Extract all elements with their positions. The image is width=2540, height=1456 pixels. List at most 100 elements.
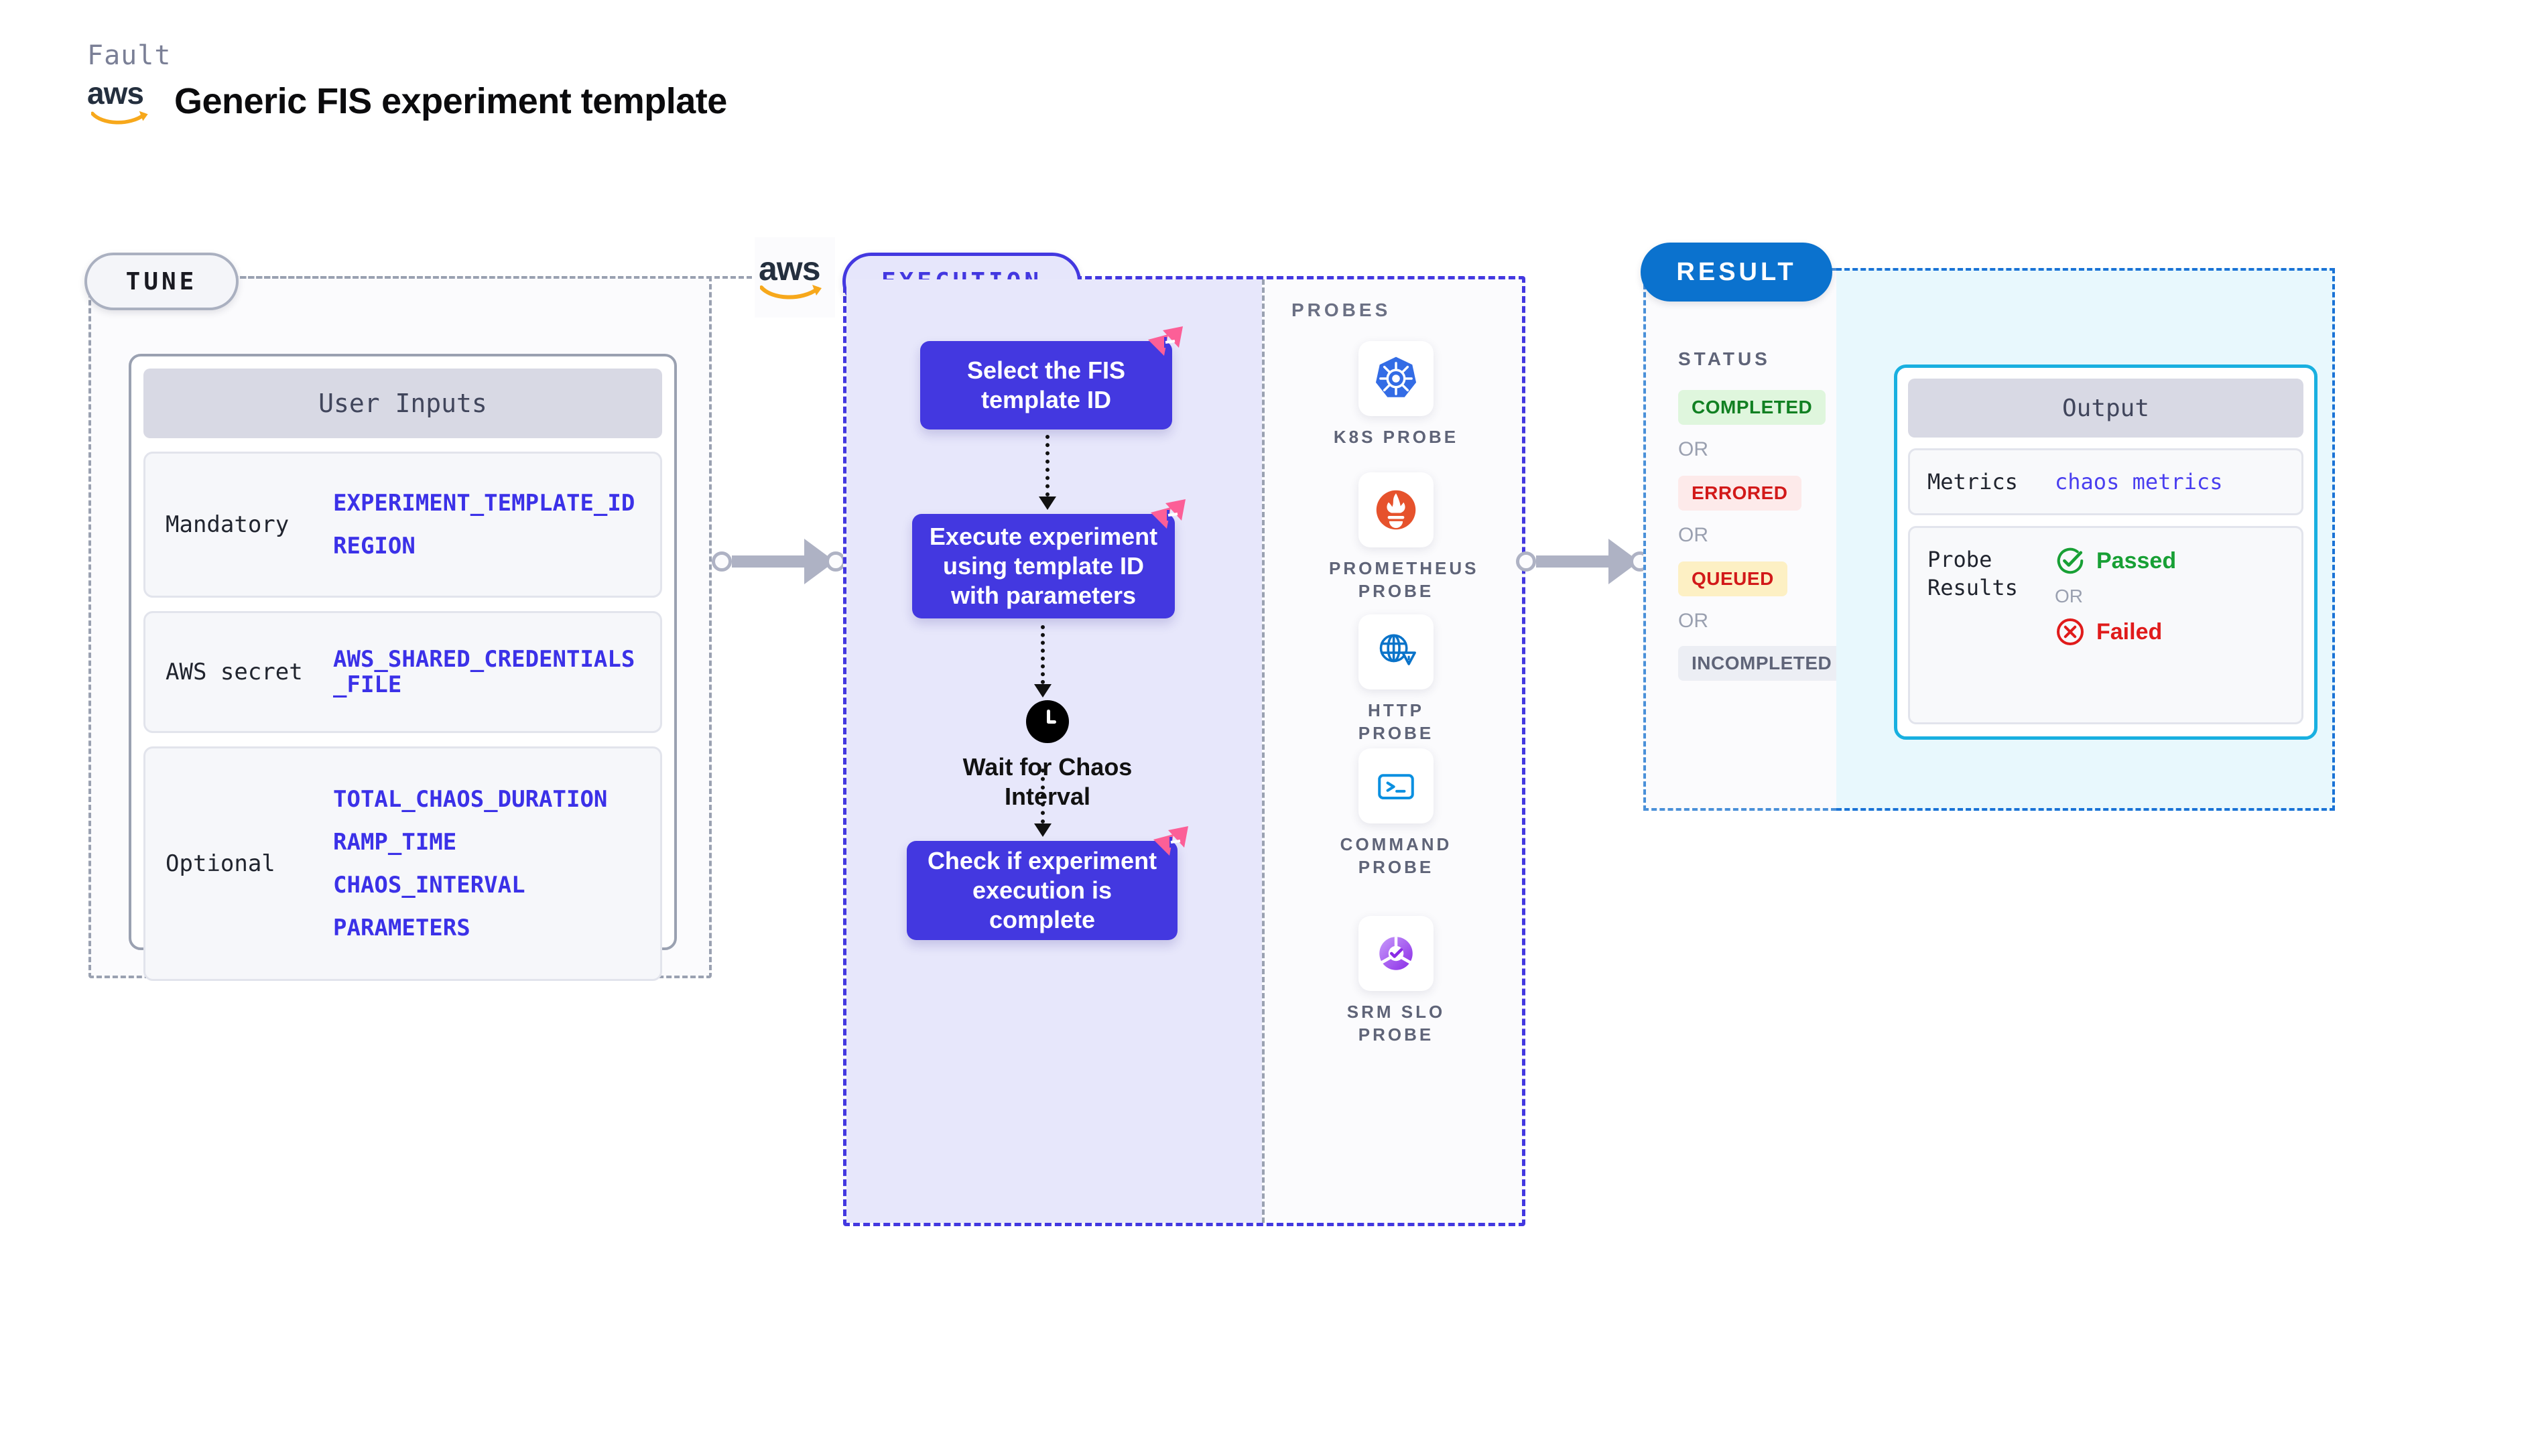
probe-label: COMMAND PROBE xyxy=(1340,834,1452,877)
probe-label: SRM SLO PROBE xyxy=(1346,1002,1446,1045)
arrow-head-icon xyxy=(1039,497,1056,510)
aws-badge-wordmark: aws xyxy=(759,250,821,287)
status-or-2: OR xyxy=(1678,524,1708,546)
arrow-head-icon xyxy=(1034,823,1052,837)
probe-item-command[interactable]: COMMAND PROBE xyxy=(1329,748,1463,878)
status-badge: ERRORED xyxy=(1678,476,1801,511)
metrics-value[interactable]: chaos metrics xyxy=(2055,469,2223,494)
probe-tile xyxy=(1358,916,1434,991)
probe-item-srm-slo[interactable]: SRM SLO PROBE xyxy=(1329,916,1463,1046)
probe-label: HTTP PROBE xyxy=(1358,700,1434,743)
status-badge-queued: QUEUED xyxy=(1678,561,1787,596)
probe-result-or: OR xyxy=(2055,586,2083,606)
flow-step-wait-for-chaos-interval: Wait for Chaos Interval xyxy=(947,700,1148,811)
probe-results-row: Probe Results Passed OR xyxy=(1908,526,2303,724)
connector-start-dot xyxy=(712,551,732,572)
pink-flag-icon xyxy=(1148,326,1183,356)
failed-label: Failed xyxy=(2096,618,2163,645)
probe-result-passed: Passed xyxy=(2055,545,2176,576)
arrow-head-icon xyxy=(1034,684,1052,698)
var-parameters: PARAMETERS xyxy=(333,915,470,941)
aws-badge-smile-icon xyxy=(760,285,822,300)
status-or-3: OR xyxy=(1678,610,1708,632)
probe-item-k8s[interactable]: K8S PROBE xyxy=(1329,341,1463,448)
clock-icon xyxy=(1026,700,1069,743)
probe-tile xyxy=(1358,748,1434,823)
status-badge: INCOMPLETED xyxy=(1678,646,1846,681)
slo-donut-icon xyxy=(1379,937,1413,970)
var-experiment-template-id: EXPERIMENT_TEMPLATE_ID xyxy=(333,490,635,517)
group-variables: AWS_SHARED_CREDENTIALS _FILE xyxy=(333,647,635,698)
var-chaos-interval: CHAOS_INTERVAL xyxy=(333,872,525,899)
probe-label: K8S PROBE xyxy=(1333,427,1459,447)
metrics-label: Metrics xyxy=(1927,469,2018,494)
probe-results-label: Probe Results xyxy=(1927,547,2018,600)
var-ramp-time: RAMP_TIME xyxy=(333,829,457,856)
flow-step-label: Select the FIS template ID xyxy=(966,356,1126,413)
pink-flag-icon xyxy=(1153,826,1188,856)
aws-logo: aws xyxy=(87,78,160,126)
connector-line xyxy=(1536,555,1610,568)
status-badge-incompleted: INCOMPLETED xyxy=(1678,646,1846,681)
probe-tile xyxy=(1358,341,1434,416)
probe-item-http[interactable]: HTTP PROBE xyxy=(1329,614,1463,744)
status-badge: QUEUED xyxy=(1678,561,1787,596)
flow-step-label: Execute experiment using template ID wit… xyxy=(929,523,1158,609)
eyebrow-label: Fault xyxy=(87,40,172,71)
probe-results-values: Passed OR Failed xyxy=(2055,545,2176,705)
kubernetes-icon xyxy=(1375,356,1417,397)
flow-step-check-completion[interactable]: Check if experiment execution is complet… xyxy=(907,826,1188,940)
execution-flow-panel: Select the FIS template ID Execute exper… xyxy=(846,279,1262,1223)
flow-arrow-3 xyxy=(1034,769,1052,837)
var-region: REGION xyxy=(333,533,416,559)
input-group-aws-secret: AWS secret AWS_SHARED_CREDENTIALS _FILE xyxy=(143,611,662,733)
connector-execution-to-result xyxy=(1516,539,1650,584)
result-output-panel: Output Metrics chaos metrics Probe Resul… xyxy=(1836,268,2335,811)
arrow-stem xyxy=(1041,769,1045,823)
connector-line xyxy=(732,555,806,568)
connector-start-dot xyxy=(1516,551,1536,572)
user-inputs-title: User Inputs xyxy=(143,369,662,438)
group-variables: TOTAL_CHAOS_DURATION RAMP_TIME CHAOS_INT… xyxy=(333,787,607,941)
group-label: AWS secret xyxy=(166,659,303,685)
flow-step-select-template[interactable]: Select the FIS template ID xyxy=(920,326,1183,429)
title-row: aws Generic FIS experiment template xyxy=(87,78,727,126)
output-card: Output Metrics chaos metrics Probe Resul… xyxy=(1894,365,2317,740)
user-inputs-card: User Inputs Mandatory EXPERIMENT_TEMPLAT… xyxy=(129,354,677,981)
result-pill-label: RESULT xyxy=(1641,243,1832,302)
status-or-1: OR xyxy=(1678,438,1708,460)
aws-smile-icon xyxy=(91,111,148,125)
group-label: Mandatory xyxy=(166,511,290,538)
probe-label: PROMETHEUS PROBE xyxy=(1329,558,1479,601)
aws-badge-icon: aws xyxy=(755,237,835,318)
var-aws-shared-credentials-file: AWS_SHARED_CREDENTIALS _FILE xyxy=(333,646,635,698)
tune-section: TUNE aws User Inputs Mandatory EXPERIMEN… xyxy=(84,237,835,981)
group-variables: EXPERIMENT_TEMPLATE_ID REGION xyxy=(333,490,635,559)
page-header: Fault aws Generic FIS experiment templat… xyxy=(87,40,727,126)
status-title: STATUS xyxy=(1678,348,1771,369)
x-circle-icon xyxy=(2057,618,2084,645)
status-badge-completed: COMPLETED xyxy=(1678,390,1826,425)
flow-arrow-2 xyxy=(1034,625,1052,698)
group-label: Optional xyxy=(166,850,275,877)
flow-step-execute-experiment[interactable]: Execute experiment using template ID wit… xyxy=(912,499,1186,618)
input-group-mandatory: Mandatory EXPERIMENT_TEMPLATE_ID REGION xyxy=(143,452,662,598)
globe-warning-icon xyxy=(1379,634,1416,665)
page-title: Generic FIS experiment template xyxy=(174,81,727,121)
probes-panel: PROBES K8S PROBE xyxy=(1262,279,1522,1223)
prometheus-icon xyxy=(1376,490,1416,530)
execution-section: EXECUTION Select the FIS template ID Exe… xyxy=(842,253,1525,1226)
probe-tile xyxy=(1358,472,1434,547)
terminal-icon xyxy=(1378,774,1414,800)
connector-tune-to-execution xyxy=(712,539,846,584)
tune-pill-label: TUNE xyxy=(84,253,239,310)
flow-arrow-1 xyxy=(1039,435,1056,510)
pink-flag-icon xyxy=(1151,499,1186,529)
check-circle-icon xyxy=(2057,547,2084,574)
flow-step-label: Check if experiment execution is complet… xyxy=(927,847,1157,933)
probes-title: PROBES xyxy=(1291,300,1391,320)
metrics-row: Metrics chaos metrics xyxy=(1908,448,2303,515)
status-badge: COMPLETED xyxy=(1678,390,1826,425)
probe-result-failed: Failed xyxy=(2055,616,2176,647)
probe-item-prometheus[interactable]: PROMETHEUS PROBE xyxy=(1329,472,1479,602)
